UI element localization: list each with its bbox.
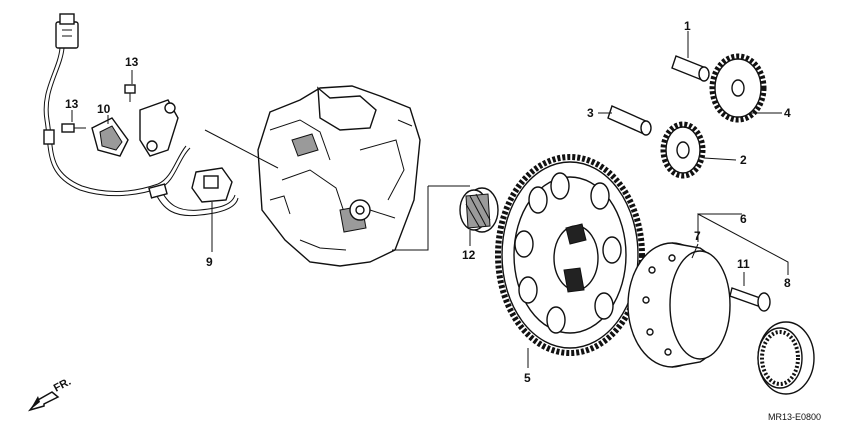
callout-2: 2 <box>740 153 747 167</box>
callout-1: 1 <box>684 19 691 33</box>
starter-clutch-outer <box>627 242 731 368</box>
callout-6: 6 <box>740 212 747 226</box>
starter-driven-gear <box>495 154 645 356</box>
drawing-code: MR13-E0800 <box>768 412 821 422</box>
engine-block <box>257 85 421 267</box>
callout-11: 11 <box>737 257 750 271</box>
callout-3: 3 <box>587 106 594 120</box>
callout-8: 8 <box>784 276 791 290</box>
callout-12: 12 <box>462 248 476 262</box>
callout-5: 5 <box>524 371 531 385</box>
leader-lines <box>71 31 789 368</box>
callout-13-lower: 13 <box>65 97 79 111</box>
leader-line <box>392 186 429 251</box>
callout-9: 9 <box>206 255 213 269</box>
callout-10: 10 <box>97 102 111 116</box>
socket-bolt <box>729 287 771 312</box>
pulse-generator-harness <box>43 13 239 217</box>
callout-4: 4 <box>784 106 791 120</box>
direction-label: FR. <box>52 376 73 395</box>
callout-7: 7 <box>694 229 701 243</box>
one-way-clutch <box>757 321 815 395</box>
callout-13-upper: 13 <box>125 55 139 69</box>
front-direction-arrow-icon <box>27 391 60 412</box>
shaft-pin <box>607 55 710 136</box>
leader-line <box>204 129 279 169</box>
needle-bearing <box>459 187 499 233</box>
starter-idle-gear <box>660 53 767 179</box>
